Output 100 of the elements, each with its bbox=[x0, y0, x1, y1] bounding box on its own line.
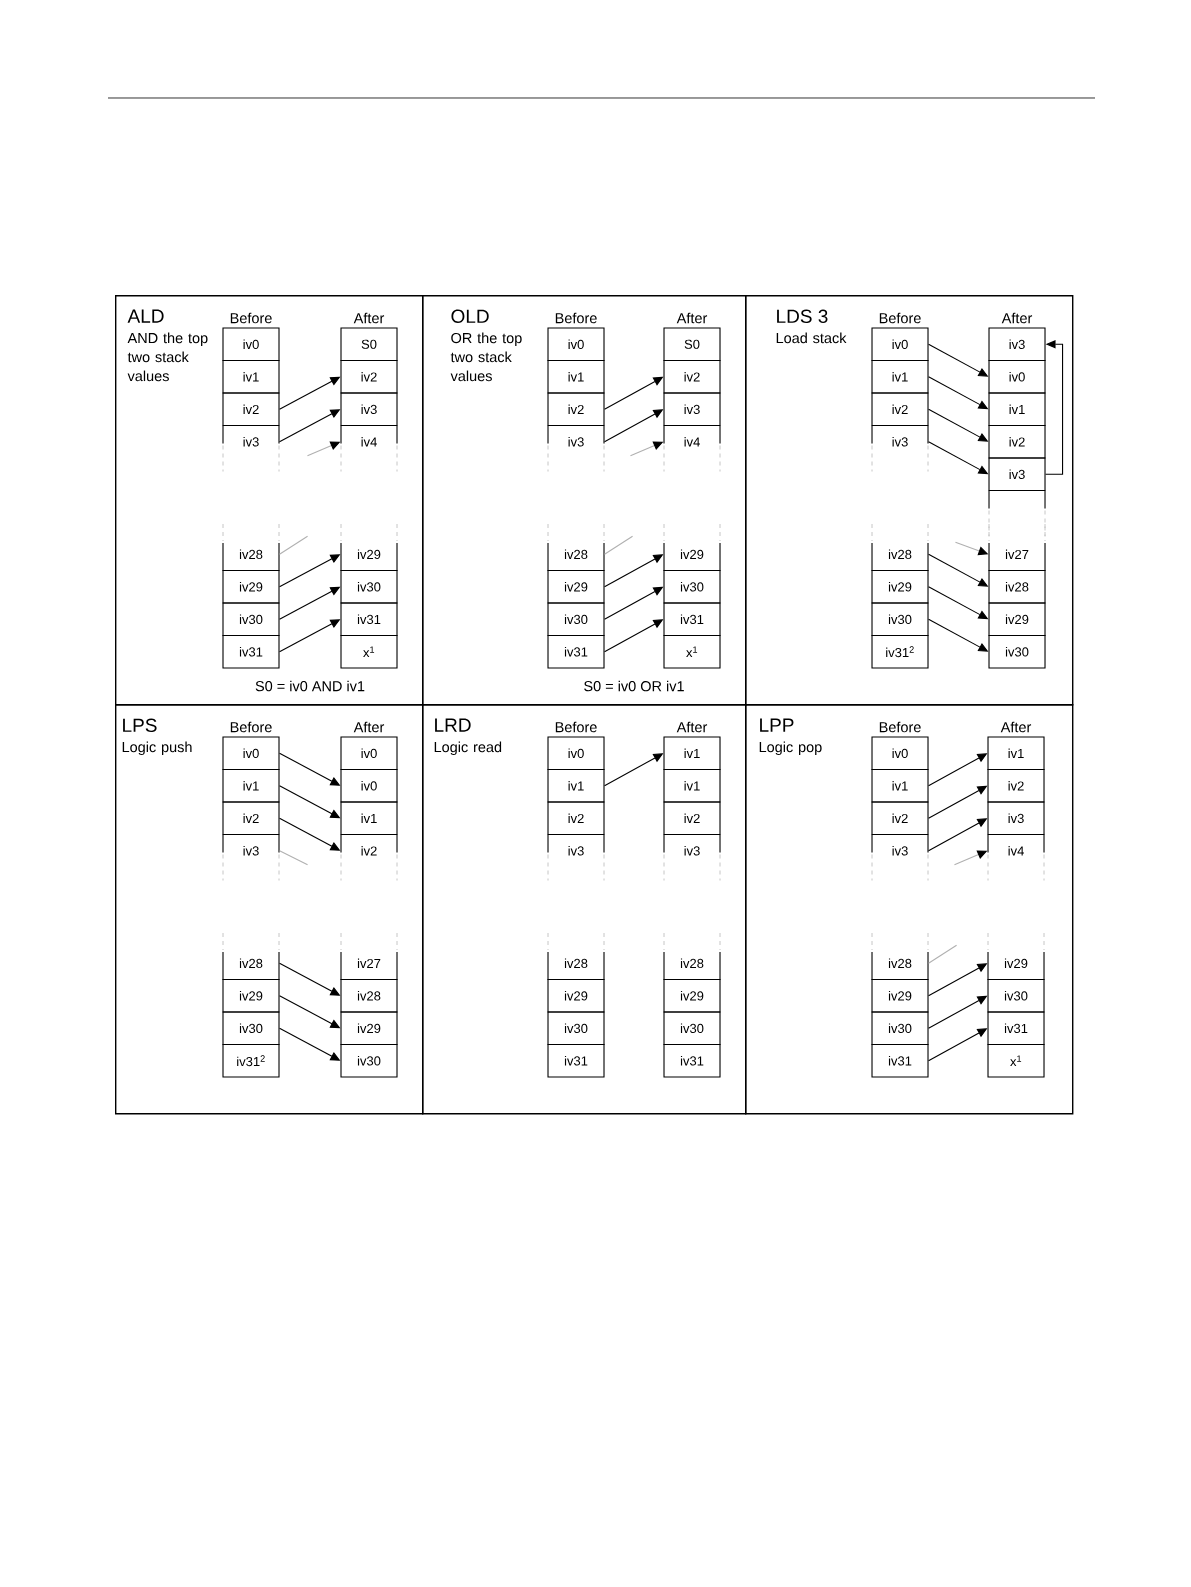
column-heading: Before bbox=[879, 312, 921, 324]
stack-cell: iv30 bbox=[547, 1011, 605, 1046]
stack-cell: iv28 bbox=[340, 978, 398, 1013]
stack-cell: iv1 bbox=[987, 736, 1045, 771]
stack-cell: iv31 bbox=[663, 602, 721, 637]
stack-cell: iv0 bbox=[547, 736, 605, 771]
stack-cell: iv3 bbox=[663, 833, 721, 881]
stack-cell: iv1 bbox=[663, 768, 721, 803]
stack-cell: iv3 bbox=[987, 801, 1045, 836]
stack-cell: iv29 bbox=[340, 523, 398, 572]
stack-cell: iv28 bbox=[871, 523, 929, 572]
stack-cell: iv28 bbox=[663, 932, 721, 981]
arrow bbox=[1045, 340, 1064, 475]
stack-cell: iv29 bbox=[987, 932, 1045, 981]
stack-cell: iv31 bbox=[340, 602, 398, 637]
stack-cell: iv4 bbox=[663, 424, 721, 472]
column-heading: Before bbox=[230, 721, 272, 733]
stack-cell: iv1 bbox=[663, 736, 721, 771]
stack-cell: iv2 bbox=[547, 801, 605, 836]
formula-text: S0 = iv0 OR iv1 bbox=[584, 680, 684, 692]
formula-text: S0 = iv0 AND iv1 bbox=[255, 680, 365, 692]
stack-cell: iv2 bbox=[871, 392, 929, 427]
stack-cell: iv30 bbox=[547, 602, 605, 637]
stack-cell: iv2 bbox=[987, 768, 1045, 803]
stack-cell: x$^{1}$ bbox=[663, 634, 721, 669]
stack-cell: iv1 bbox=[988, 392, 1046, 427]
stack-cell: iv1 bbox=[222, 359, 280, 394]
stack-cell: iv29 bbox=[871, 978, 929, 1013]
stack-cell: iv3 bbox=[988, 457, 1046, 492]
stack-cell: iv29 bbox=[663, 523, 721, 572]
stack-cell: iv30 bbox=[663, 569, 721, 604]
stack-cell: iv3 bbox=[547, 833, 605, 881]
stack-cell: iv31$^{2}$ bbox=[871, 634, 929, 669]
column-heading: Before bbox=[555, 312, 597, 324]
stack-cell: iv31$^{2}$ bbox=[222, 1043, 280, 1078]
stack-cell: iv0 bbox=[340, 768, 398, 803]
stack-cell: iv30 bbox=[871, 602, 929, 637]
stack-cell: iv0 bbox=[547, 327, 605, 362]
stack-cell: iv2 bbox=[663, 359, 721, 394]
stack-cell: iv28 bbox=[988, 569, 1046, 604]
column-heading: After bbox=[676, 312, 708, 324]
column-heading: Before bbox=[879, 721, 921, 733]
stack-cell: iv3 bbox=[871, 424, 929, 472]
stack-cell: iv0 bbox=[988, 359, 1046, 394]
column-heading: After bbox=[1000, 721, 1032, 733]
stack-cell: iv0 bbox=[222, 736, 280, 771]
stack-cell: iv30 bbox=[871, 1011, 929, 1046]
stack-cell: iv0 bbox=[340, 736, 398, 771]
stack-cell: iv2 bbox=[222, 801, 280, 836]
stack-cell: iv2 bbox=[222, 392, 280, 427]
column-heading: Before bbox=[555, 721, 597, 733]
stack-cell: iv31 bbox=[222, 634, 280, 669]
stack-cell: iv28 bbox=[222, 523, 280, 572]
stack-cell: iv2 bbox=[871, 801, 929, 836]
stack-cell: iv2 bbox=[988, 424, 1046, 459]
stack-cell: iv30 bbox=[988, 634, 1046, 669]
stack-cell: iv29 bbox=[988, 602, 1046, 637]
stack-cell: iv30 bbox=[987, 978, 1045, 1013]
stack-cell: iv27 bbox=[988, 523, 1046, 572]
stack-cell: iv4 bbox=[340, 424, 398, 472]
stack-cell: iv2 bbox=[547, 392, 605, 427]
stack-cell: iv28 bbox=[547, 932, 605, 981]
stack-cell: iv2 bbox=[340, 359, 398, 394]
stack-cell: iv31 bbox=[987, 1011, 1045, 1046]
column-heading: Before bbox=[230, 312, 272, 324]
stack-cell: iv29 bbox=[547, 569, 605, 604]
stack-cell: iv0 bbox=[871, 327, 929, 362]
stack-cell: iv31 bbox=[871, 1043, 929, 1078]
stack-cell: iv28 bbox=[222, 932, 280, 981]
column-heading: After bbox=[353, 721, 385, 733]
stack-cell: iv29 bbox=[222, 569, 280, 604]
stack-cell: iv28 bbox=[871, 932, 929, 981]
stack-cell: iv3 bbox=[988, 327, 1046, 362]
stack-cell: iv2 bbox=[340, 833, 398, 881]
stack-cell: iv1 bbox=[871, 359, 929, 394]
stack-cell: iv30 bbox=[222, 602, 280, 637]
stack-cell: iv30 bbox=[663, 1011, 721, 1046]
column-heading: After bbox=[676, 721, 708, 733]
stack-cell: iv3 bbox=[547, 424, 605, 472]
column-heading: After bbox=[1001, 312, 1033, 324]
stack-cell: iv3 bbox=[663, 392, 721, 427]
column-heading: After bbox=[353, 312, 385, 324]
stack-cell: iv31 bbox=[547, 1043, 605, 1078]
stack-cell: iv3 bbox=[340, 392, 398, 427]
stack-cell: iv30 bbox=[222, 1011, 280, 1046]
stack-cell: iv27 bbox=[340, 932, 398, 981]
stack-cell bbox=[988, 489, 1046, 537]
stack-cell: x$^{1}$ bbox=[340, 634, 398, 669]
stack-cell: iv0 bbox=[222, 327, 280, 362]
stack-cell: iv28 bbox=[547, 523, 605, 572]
stack-cell: S0 bbox=[340, 327, 398, 362]
stack-cell: iv1 bbox=[547, 768, 605, 803]
stack-cell: iv1 bbox=[222, 768, 280, 803]
stack-cell: iv2 bbox=[663, 801, 721, 836]
stack-cell: iv3 bbox=[871, 833, 929, 881]
stack-cell: iv30 bbox=[340, 1043, 398, 1078]
stack-cell: x$^{1}$ bbox=[987, 1043, 1045, 1078]
stack-cell: iv4 bbox=[987, 833, 1045, 881]
stack-cell: iv1 bbox=[871, 768, 929, 803]
stack-cell: iv31 bbox=[663, 1043, 721, 1078]
